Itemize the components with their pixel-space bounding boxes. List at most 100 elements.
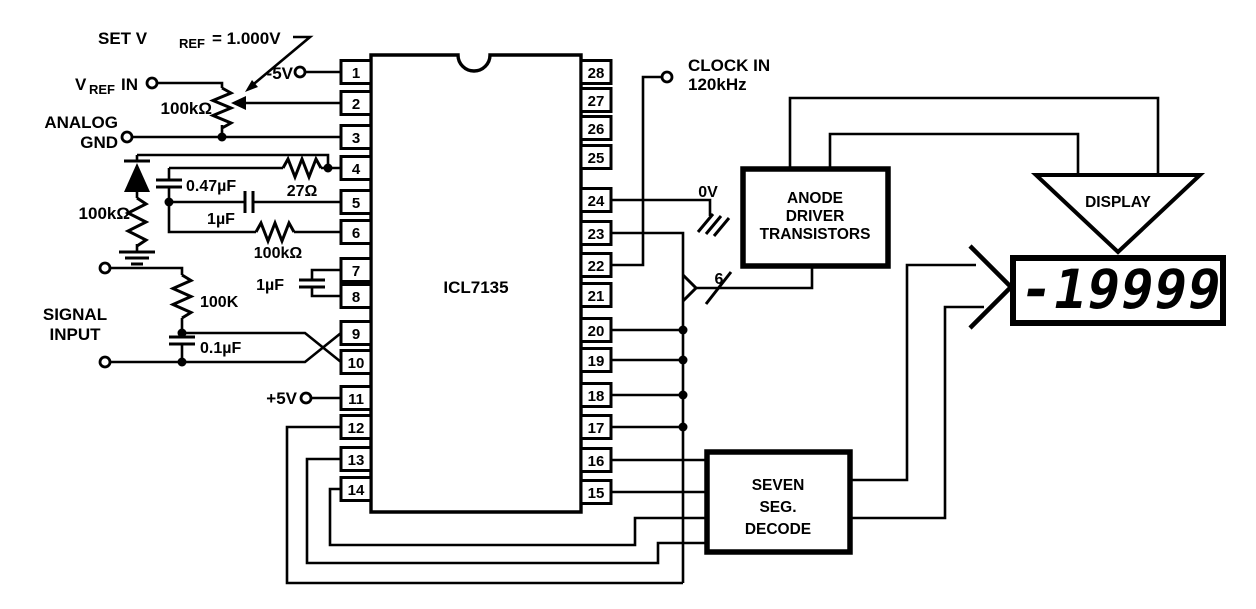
vref-in-label-in: IN [121,75,138,94]
pin-label-8: 8 [352,289,360,306]
potentiometer-resistor [209,86,235,130]
input-capacitor [169,335,195,346]
wire-ref-cap [310,268,341,298]
signal-input-bottom-terminal [98,355,112,369]
buf-resistor [254,218,296,246]
wire-bus-to-anode [695,266,814,290]
signal-input-top-terminal [98,261,112,275]
wire-anode-out-b [828,132,1080,175]
analog-gnd-label-2: GND [80,133,118,152]
set-vref-value: = 1.000V [212,29,281,48]
pin-label-19: 19 [588,353,605,370]
digital-ground-icon [696,213,731,237]
diode-branch-resistor [124,196,150,248]
neg5v-terminal [293,65,307,79]
pos5v-terminal [299,391,313,405]
junction-dots [164,132,688,432]
leader-set-vref [248,35,314,89]
pin-label-17: 17 [588,420,605,437]
bus-width-label: 6 [715,271,724,288]
wire-pin14-wrap [328,487,707,547]
diode-resistor-label: 100kΩ [79,204,130,223]
bus-merge-chevron-icon [681,273,699,303]
pin-label-1: 1 [352,65,360,82]
wire-signal-mid-cross [182,331,342,364]
pin-label-23: 23 [588,226,605,243]
wire-pin12-wrap [285,425,683,585]
ref-capacitor [299,278,325,289]
anode-driver-line2: DRIVER [786,208,845,225]
decode-line1: SEVEN [752,477,805,494]
pin-label-26: 26 [588,121,605,138]
pin-label-4: 4 [352,161,361,178]
clock-in-terminal [660,70,674,84]
pin-label-21: 21 [588,288,605,305]
pin-label-15: 15 [588,485,605,502]
leader-arrowhead-icon [245,80,258,92]
pin-label-13: 13 [348,452,365,469]
ic-part-number: ICL7135 [443,278,508,297]
anode-driver-box [740,166,891,269]
int-capacitor [156,178,182,189]
wire-decode-out-2 [850,305,984,520]
pin-label-25: 25 [588,150,605,167]
decode-arrow-icon [968,244,1015,330]
wire-bcd-to-decode [611,458,707,494]
display-readout-group: -19999 [1015,257,1227,321]
signal-input-label-2: INPUT [50,325,102,344]
display-readout-box [1010,255,1226,326]
analog-gnd-terminal [120,130,134,144]
buf-resistor-label: 100kΩ [254,245,303,262]
signal-input-label-1: SIGNAL [43,305,107,324]
pin-label-22: 22 [588,258,605,275]
pin-label-9: 9 [352,326,360,343]
pin-label-7: 7 [352,263,360,280]
ic-body [369,53,583,514]
neg5v-label: -5V [267,64,294,83]
wire-pin13-wrap [305,457,707,565]
display-readout-value: -19999 [1015,257,1227,321]
pin-label-14: 14 [348,482,365,499]
vref-in-label-v: V [75,75,87,94]
pin-label-12: 12 [348,420,365,437]
terminals [98,65,674,405]
wire-clock-to-pin22 [611,75,662,267]
wire-pin24-to-0v [611,198,712,216]
ref-cap-label: 1µF [256,277,284,294]
wire-decode-out-1 [850,263,976,482]
pin-label-6: 6 [352,225,360,242]
display-arrow-label: DISPLAY [1085,194,1151,211]
anode-driver-line3: TRANSISTORS [760,226,871,243]
clock-in-label-1: CLOCK IN [688,56,770,75]
wire-digit-drives [611,328,683,429]
pin-label-5: 5 [352,195,360,212]
az-capacitor [243,191,255,213]
pin-label-28: 28 [588,65,605,82]
vref-in-subscript: REF [89,82,115,97]
pin-label-20: 20 [588,323,605,340]
analog-gnd-label-1: ANALOG [44,113,118,132]
vref-in-terminal [145,76,159,90]
diode-icon [124,163,150,192]
int-resistor [281,154,323,182]
clock-in-label-2: 120kHz [688,75,747,94]
decode-line2: SEG. [759,499,796,516]
pin-label-11: 11 [348,391,364,408]
pin-label-18: 18 [588,388,605,405]
digital-gnd-label: 0V [698,184,718,201]
wire-signal-bottom-cross [110,331,342,364]
pot-value-label: 100kΩ [161,99,212,118]
set-vref-label: SET V [98,29,148,48]
input-resistor [169,273,195,320]
ic-right-pins: 28 27 26 25 24 23 22 21 20 19 18 17 16 1… [579,59,613,505]
anode-driver-line1: ANODE [787,190,843,207]
wire-signal-top [110,266,184,275]
input-resistor-label: 100K [200,294,239,311]
wire-anode-out-a [788,96,1160,175]
display-arrow-icon [1030,173,1206,255]
input-cap-label: 0.1µF [200,340,241,357]
ground-icon [119,250,155,266]
pin-label-27: 27 [588,93,605,110]
